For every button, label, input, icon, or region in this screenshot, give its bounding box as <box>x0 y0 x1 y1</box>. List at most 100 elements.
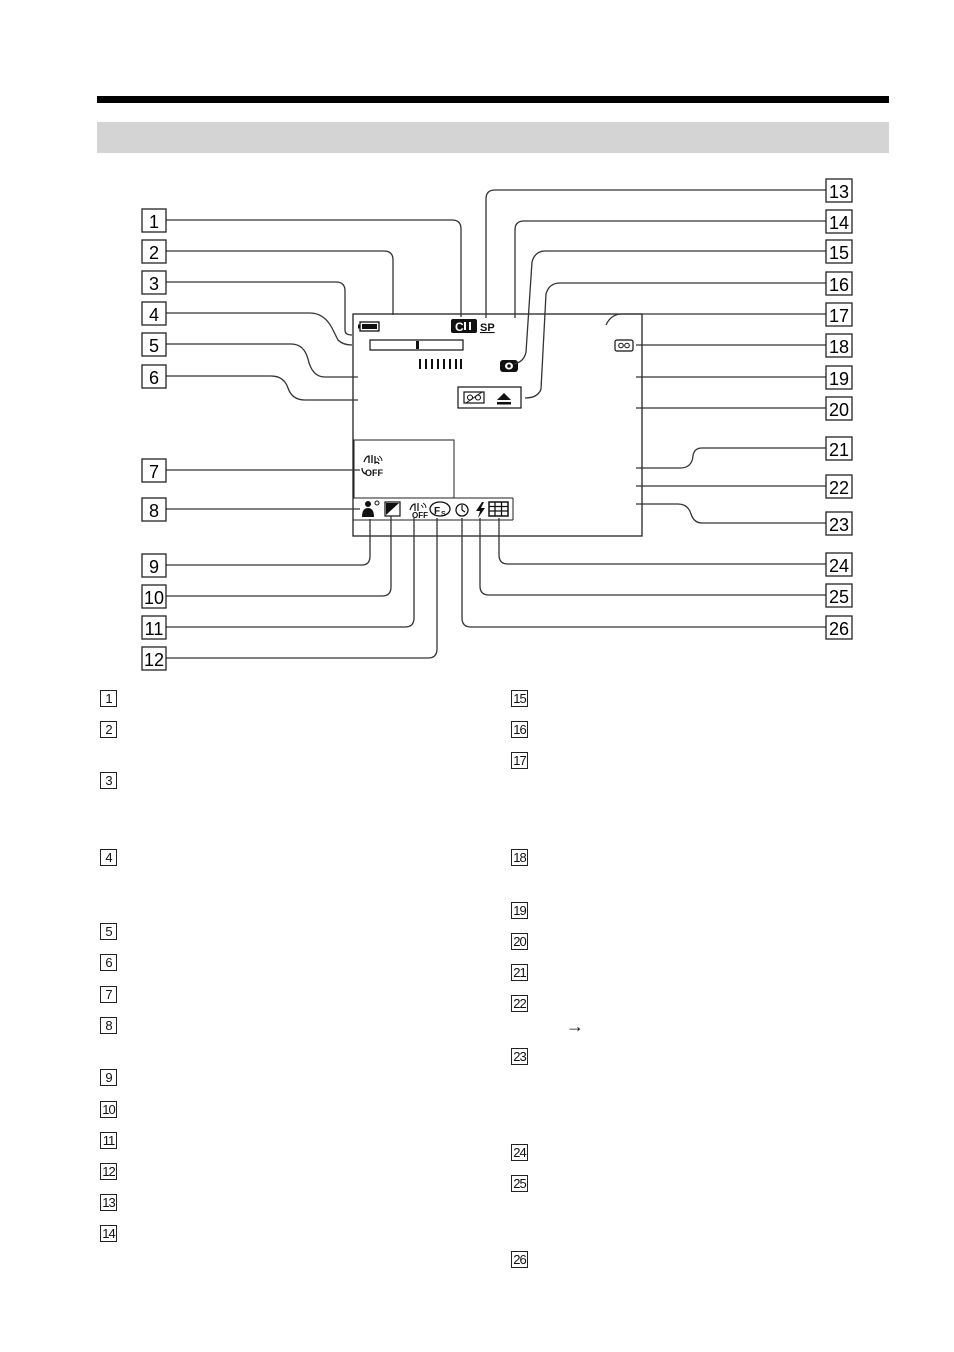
callouts-left: 1 2 3 4 5 6 7 8 9 10 11 12 <box>141 208 167 671</box>
battery-icon <box>358 321 380 332</box>
svg-text:3: 3 <box>149 274 159 294</box>
svg-text:F: F <box>434 506 440 517</box>
screen-frame <box>352 313 643 537</box>
svg-text:18: 18 <box>829 337 849 357</box>
legend-item-number: 15 <box>511 690 528 707</box>
sp-mode-label: SP <box>480 322 495 334</box>
legend-item-number: 7 <box>100 986 117 1003</box>
svg-text:14: 14 <box>829 213 849 233</box>
picture-effect-off-label: OFF <box>412 511 428 520</box>
flash-icon <box>476 502 485 518</box>
legend-item-number: 3 <box>100 772 117 789</box>
legend-item-number: 9 <box>100 1069 117 1086</box>
svg-text:15: 15 <box>829 243 849 263</box>
cassette-memory-icon: C <box>451 319 477 334</box>
callout-badge: 19 <box>825 365 853 390</box>
legend-item-number: 4 <box>100 849 117 866</box>
legend-item-number: 19 <box>511 902 528 919</box>
svg-text:20: 20 <box>829 400 849 420</box>
legend-item-number: 25 <box>511 1175 528 1192</box>
legend-item-number: 2 <box>100 721 117 738</box>
svg-text:24: 24 <box>829 556 849 576</box>
callout-badge: 24 <box>825 552 853 577</box>
callout-badge: 26 <box>825 615 853 640</box>
legend-item-number: 11 <box>100 1132 117 1149</box>
legend-item-number: 6 <box>100 954 117 971</box>
leader-lines-left <box>166 219 462 659</box>
legend-item-number: 12 <box>100 1163 117 1180</box>
callout-badge: 3 <box>141 270 167 295</box>
fader-icon: F S <box>429 501 451 518</box>
legend-item-number: 18 <box>511 849 528 866</box>
callout-badge: 17 <box>825 302 853 327</box>
callout-badge: 6 <box>141 364 167 389</box>
callout-badge: 11 <box>141 615 167 640</box>
svg-text:C: C <box>455 320 464 334</box>
svg-text:7: 7 <box>149 462 159 482</box>
svg-text:13: 13 <box>829 182 849 202</box>
legend-item-number: 8 <box>100 1017 117 1034</box>
svg-text:5: 5 <box>149 336 159 356</box>
callout-badge: 7 <box>141 458 167 483</box>
legend-item-number: 23 <box>511 1048 528 1065</box>
callout-badge: 13 <box>825 178 853 203</box>
svg-text:9: 9 <box>149 557 159 577</box>
callout-badge: 12 <box>141 646 167 671</box>
svg-text:6: 6 <box>149 368 159 388</box>
svg-text:25: 25 <box>829 587 849 607</box>
legend-item-number: 24 <box>511 1144 528 1161</box>
svg-text:22: 22 <box>829 478 849 498</box>
callout-badge: 21 <box>825 436 853 461</box>
svg-text:1: 1 <box>149 212 159 232</box>
top-rule <box>97 96 889 103</box>
cassette-eject-box <box>457 386 522 409</box>
picture-effect-icon: OFF <box>409 502 428 520</box>
callout-badge: 22 <box>825 474 853 499</box>
callout-badge: 1 <box>141 208 167 233</box>
svg-text:4: 4 <box>149 305 159 325</box>
callout-badge: 5 <box>141 332 167 357</box>
svg-text:26: 26 <box>829 619 849 639</box>
steadyshot-off-label: OFF <box>365 468 383 478</box>
callout-badge: 15 <box>825 239 853 264</box>
callout-badge: 23 <box>825 511 853 536</box>
legend-item-number: 10 <box>100 1101 117 1118</box>
cassette-icon <box>463 391 485 404</box>
callout-badge: 18 <box>825 333 853 358</box>
legend-arrow: → <box>566 1016 584 1036</box>
svg-text:11: 11 <box>145 619 164 639</box>
svg-text:12: 12 <box>144 650 164 670</box>
callout-badge: 16 <box>825 271 853 296</box>
callout-badge: 2 <box>141 239 167 264</box>
svg-text:8: 8 <box>149 501 159 521</box>
svg-text:19: 19 <box>829 369 849 389</box>
svg-text:21: 21 <box>829 440 849 460</box>
steadyshot-off-icon: OFF <box>361 455 383 478</box>
level-meter <box>419 359 462 369</box>
backlight-icon <box>384 501 401 517</box>
callout-badge: 10 <box>141 584 167 609</box>
leader-lines-right <box>461 189 826 628</box>
callout-badge: 14 <box>825 209 853 234</box>
legend-item-number: 5 <box>100 923 117 940</box>
callout-badge: 9 <box>141 553 167 578</box>
svg-text:23: 23 <box>829 515 849 535</box>
legend-item-number: 13 <box>100 1194 117 1211</box>
callout-badge: 20 <box>825 396 853 421</box>
section-title-band <box>97 122 889 153</box>
callout-badge: 8 <box>141 497 167 522</box>
eye-icon <box>500 360 518 372</box>
viewfinder-diagram: C SP OFF <box>141 178 853 671</box>
grid-icon <box>488 501 509 517</box>
legend-item-number: 22 <box>511 995 528 1012</box>
zoom-bar <box>369 339 464 351</box>
legend-item-number: 14 <box>100 1225 117 1242</box>
callouts-right: 13 14 15 16 17 18 19 20 21 22 23 24 25 2… <box>825 178 853 640</box>
legend-item-number: 20 <box>511 933 528 950</box>
svg-text:S: S <box>441 511 446 518</box>
portrait-icon <box>362 500 380 517</box>
legend-item-number: 17 <box>511 752 528 769</box>
tape-icon <box>614 339 634 352</box>
svg-text:2: 2 <box>149 243 159 263</box>
svg-text:10: 10 <box>144 588 164 608</box>
